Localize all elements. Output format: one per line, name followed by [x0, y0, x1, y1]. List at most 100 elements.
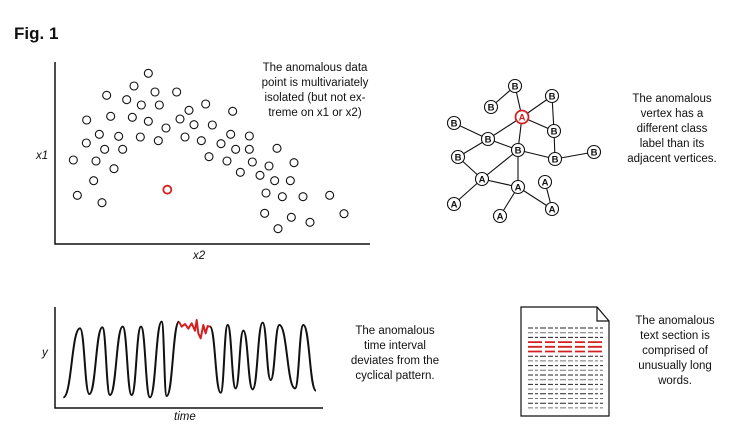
scatter-point	[222, 156, 232, 166]
scatter-point	[270, 176, 280, 186]
scatter-point	[122, 95, 132, 105]
scatter-point	[129, 81, 139, 91]
caption-line: comprised of	[642, 345, 708, 357]
caption-line: The anomalous data	[262, 62, 368, 74]
graph-vertex	[507, 78, 523, 94]
vertex-label: B	[515, 146, 522, 157]
scatter-point	[127, 112, 137, 122]
scatter-point	[161, 123, 171, 133]
scatter-point	[305, 217, 315, 227]
scatter-point	[109, 164, 119, 174]
vertex-label: A	[497, 212, 504, 223]
graph-vertex	[446, 196, 462, 212]
graph-vertex	[483, 99, 499, 115]
vertex-label: B	[549, 92, 556, 103]
scatter-point	[100, 144, 110, 154]
caption-line: The anomalous	[632, 93, 712, 105]
scatter-point	[94, 129, 104, 139]
scatter-point	[201, 99, 211, 109]
scatter-point	[260, 208, 270, 218]
scatter-point	[273, 224, 283, 234]
graph-vertex	[510, 179, 526, 195]
caption-line: treme on x1 or x2)	[268, 107, 362, 119]
time-anomaly-caption: The anomalous time interval deviates fro…	[335, 324, 455, 384]
scatter-point	[207, 120, 217, 130]
scatter-point	[196, 136, 206, 146]
graph-vertex	[546, 123, 562, 139]
scatter-point	[286, 212, 296, 222]
scatter-point	[82, 115, 92, 125]
scatter-point	[226, 129, 236, 139]
scatter-point	[216, 139, 226, 149]
scatter-point	[154, 100, 164, 110]
graph-anomaly-caption: The anomalous vertex has a different cla…	[612, 92, 732, 167]
scatter-point	[247, 157, 257, 167]
vertex-label: B	[488, 103, 495, 114]
vertex-label: A	[479, 175, 486, 186]
anomalous-point	[162, 184, 173, 195]
caption-line: text section is	[640, 330, 710, 342]
graph-vertex	[544, 201, 560, 217]
vertex-label: B	[591, 148, 598, 159]
graph-vertex	[586, 144, 602, 160]
caption-line: cyclical pattern.	[355, 370, 435, 382]
scatter-point	[81, 138, 91, 148]
scatter-point	[235, 167, 245, 177]
caption-line: deviates from the	[350, 355, 440, 367]
scatter-point	[136, 100, 146, 110]
timeseries-x-label: time	[174, 411, 196, 423]
caption-line: point is multivariately	[261, 77, 369, 89]
graph-vertex	[450, 149, 466, 165]
graph-vertex	[446, 115, 462, 131]
scatter-point	[114, 131, 124, 141]
vertex-label: A	[519, 113, 526, 124]
scatter-point	[175, 114, 185, 124]
vertex-label: A	[515, 183, 522, 194]
scatter-point	[150, 87, 160, 97]
scatter-point	[298, 192, 308, 202]
scatter-point	[172, 87, 182, 97]
scatter-point	[118, 144, 128, 154]
scatter-point	[97, 198, 107, 208]
graph-vertex	[510, 142, 526, 158]
anomalous-vertex	[514, 109, 530, 125]
vertex-label: B	[451, 119, 458, 130]
vertex-label: B	[512, 82, 519, 93]
graph-vertex	[474, 171, 490, 187]
scatter-axes	[54, 62, 370, 245]
scatter-point	[244, 131, 254, 141]
scatter-point	[325, 190, 335, 200]
scatter-point	[289, 158, 299, 168]
caption-line: adjacent vertices.	[627, 153, 717, 165]
scatter-point	[189, 120, 199, 130]
text-anomaly-caption: The anomalous text section is comprised …	[615, 314, 735, 389]
scatter-point	[68, 155, 78, 165]
scatter-point	[264, 161, 274, 171]
vertex-label: A	[542, 178, 549, 189]
scatter-x-label: x2	[193, 250, 206, 262]
scatter-point	[102, 90, 112, 100]
timeseries-line	[209, 321, 317, 394]
scatter-point	[244, 144, 254, 154]
scatter-point	[261, 188, 271, 198]
scatter-point	[89, 176, 99, 186]
scatter-y-label: x1	[36, 150, 49, 162]
caption-line: The anomalous	[635, 315, 715, 327]
graph-vertex	[492, 208, 508, 224]
scatter-point	[285, 176, 295, 186]
scatter-point	[231, 144, 241, 154]
vertex-label: A	[451, 200, 458, 211]
scatter-point	[106, 111, 116, 121]
scatter-point	[91, 156, 101, 166]
anomalous-interval	[178, 319, 211, 340]
graph-vertex	[480, 131, 496, 147]
caption-line: unusually long	[638, 360, 712, 372]
graph-vertex	[547, 151, 563, 167]
scatter-point	[255, 170, 265, 180]
vertex-label: B	[551, 127, 558, 138]
vertex-label: A	[549, 205, 556, 216]
scatter-point	[277, 192, 287, 202]
timeseries-line	[62, 320, 180, 399]
